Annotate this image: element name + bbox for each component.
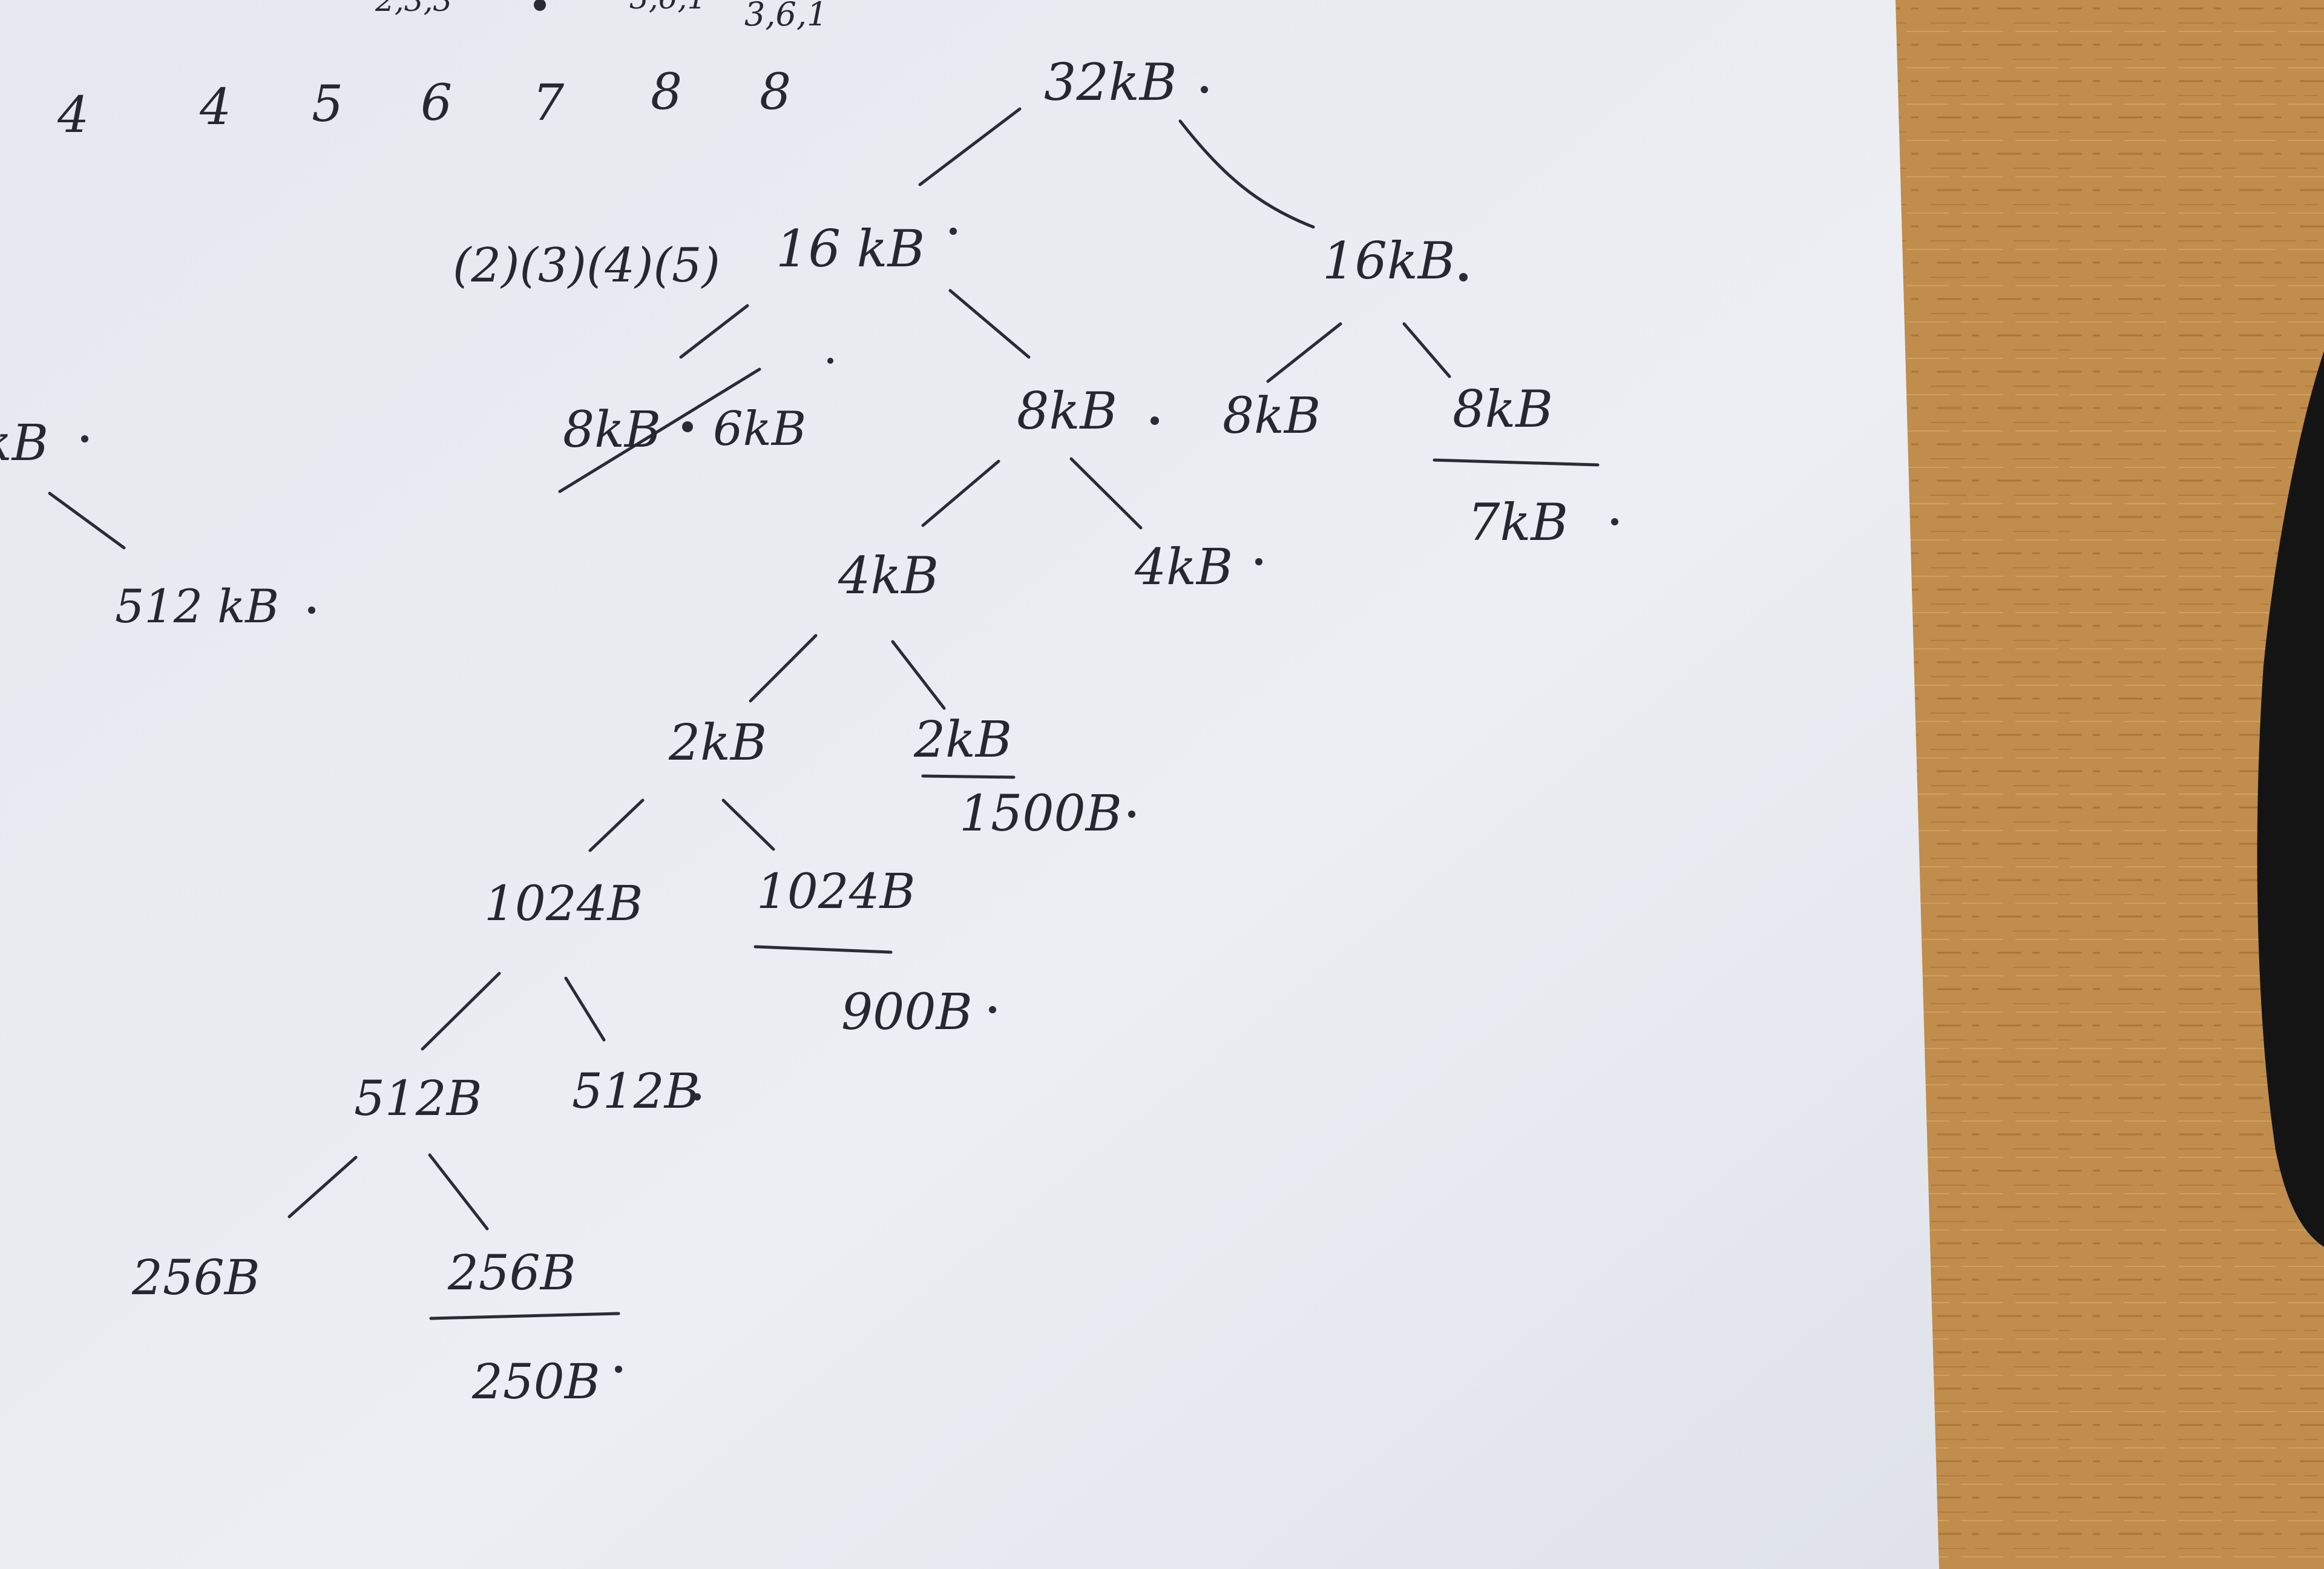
node-root: 32kB xyxy=(1044,53,1177,112)
dot xyxy=(1128,811,1135,818)
node-l7-right-alloc: 250B xyxy=(471,1354,600,1410)
node-l2-r1: 8kB xyxy=(1223,387,1321,445)
number-row: 4 4 5 6 7 8 8 xyxy=(57,64,791,144)
dot xyxy=(308,607,315,614)
node-l2-crossed: 8kB xyxy=(563,401,661,459)
number-row-item: 7 xyxy=(533,74,565,132)
node-l1-right: 16kB xyxy=(1322,231,1456,291)
edge-root-left xyxy=(918,107,1022,186)
node-l3-left: 4kB xyxy=(838,546,939,605)
node-l7-right: 256B xyxy=(447,1245,576,1301)
dot xyxy=(694,1093,701,1100)
node-l2-replacement: 6kB xyxy=(713,402,806,456)
dot xyxy=(615,1366,622,1373)
top-fragment-1: 2,3,3 xyxy=(375,0,452,18)
underline-2kB xyxy=(921,774,1016,779)
tree-nodes: 32kB 16 kB 16kB 8kB 6kB 8kB 8kB 8kB 7kB … xyxy=(131,53,1618,1410)
note-numbers: (2)(3)(4)(5) xyxy=(453,238,720,293)
edge-1024l-512l xyxy=(421,972,501,1051)
edge-8m-4l xyxy=(921,459,1000,527)
dot xyxy=(1611,518,1618,525)
dot xyxy=(827,358,833,364)
node-l4-right-alloc: 1500B xyxy=(959,785,1122,843)
underline-8kB xyxy=(1433,458,1600,467)
node-l2-r2-alloc: 7kB xyxy=(1468,493,1568,552)
node-l7-left: 256B xyxy=(131,1249,260,1306)
dot xyxy=(1255,558,1262,565)
edge-left-512kB xyxy=(48,492,126,550)
node-l3-right: 4kB xyxy=(1134,539,1233,596)
edge-8m-4r xyxy=(1069,457,1143,530)
node-l5-left: 1024B xyxy=(484,875,643,932)
dot xyxy=(1459,273,1468,281)
dot xyxy=(1201,86,1208,93)
node-l4-right: 2kB xyxy=(913,711,1012,769)
edge-4l-2l xyxy=(749,634,818,703)
tree-edges xyxy=(48,107,1600,1320)
edge-4l-2r xyxy=(891,640,946,710)
dot xyxy=(989,1006,996,1013)
edge-16l-8l xyxy=(679,304,749,359)
node-l1-left: 16 kB xyxy=(776,219,925,278)
number-row-item: 4 xyxy=(199,79,231,136)
dot xyxy=(950,228,957,235)
left-512kB: 512 kB xyxy=(115,579,279,633)
number-row-item: 5 xyxy=(312,76,343,133)
underline-256B xyxy=(429,1312,620,1320)
edge-1024l-512r xyxy=(564,976,606,1042)
node-l6-right: 512B xyxy=(572,1063,700,1119)
edge-root-right xyxy=(1178,119,1315,229)
dot xyxy=(1151,416,1159,425)
top-dot xyxy=(534,0,546,11)
node-l2-r2: 8kB xyxy=(1452,380,1553,439)
edge-512l-256r xyxy=(428,1153,489,1231)
dot xyxy=(682,421,693,432)
number-row-item: 4 xyxy=(57,87,89,144)
left-edge-dot xyxy=(81,435,88,442)
top-fragment-3: 3,6,1 xyxy=(744,0,827,33)
edge-2l-1024l xyxy=(588,798,645,852)
paper-sheet xyxy=(0,0,1939,1569)
edge-16r-8r2 xyxy=(1402,322,1451,378)
number-row-item: 8 xyxy=(760,64,791,121)
node-l4-left: 2kB xyxy=(668,714,767,772)
edge-16l-8m xyxy=(948,289,1031,359)
node-l2-mid: 8kB xyxy=(1017,381,1117,441)
underline-1024B xyxy=(753,945,893,954)
edge-512l-256l xyxy=(287,1156,358,1219)
top-fragment-2: 3,6,1 xyxy=(629,0,706,16)
node-l6-left: 512B xyxy=(354,1070,482,1127)
edge-2l-1024r xyxy=(721,798,775,851)
node-l5-right-alloc: 900B xyxy=(841,984,973,1041)
number-row-item: 8 xyxy=(651,64,682,121)
left-edge-label: kB xyxy=(0,415,48,472)
node-l5-right: 1024B xyxy=(757,863,915,919)
dark-object xyxy=(2257,351,2324,1247)
number-row-item: 6 xyxy=(421,74,452,132)
strike-8kB xyxy=(558,367,761,493)
edge-16r-8r1 xyxy=(1266,322,1342,383)
